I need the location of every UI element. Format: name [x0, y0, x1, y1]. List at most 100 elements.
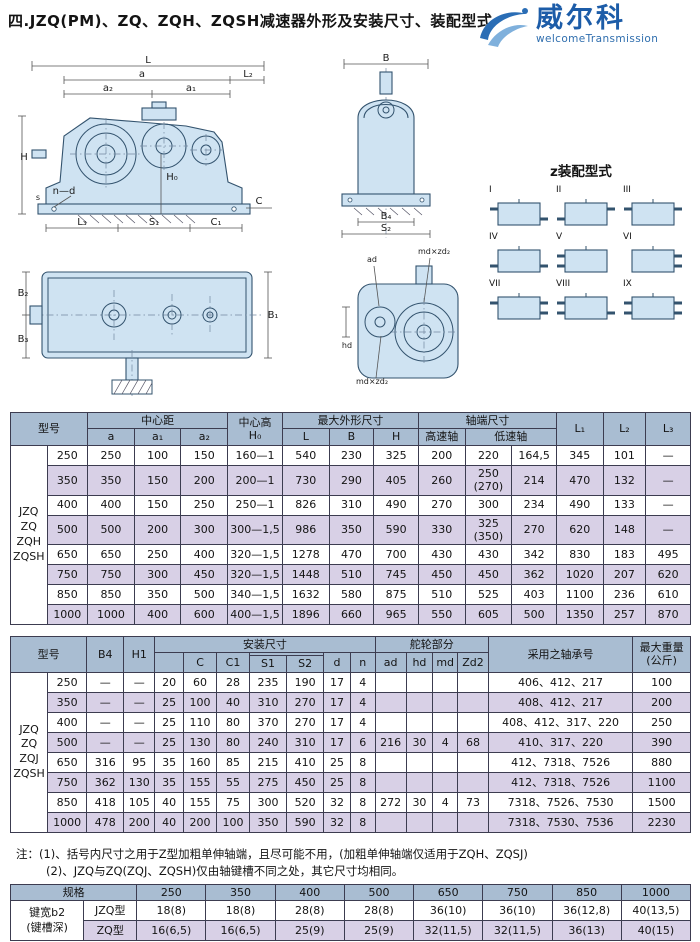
value-cell: 36(10) [413, 900, 484, 922]
value-cell: 35 [154, 771, 185, 793]
model-cell: 850 [46, 584, 89, 606]
assembly-type-cell: VII [486, 279, 553, 327]
value-cell: 35 [154, 751, 185, 773]
assembly-type-cell: IX [620, 279, 687, 327]
dim-hd-label: hd [342, 341, 352, 350]
value-cell: 25 [154, 711, 185, 733]
value-cell: 510 [328, 564, 375, 586]
value-cell: 880 [632, 751, 691, 773]
shaft-end-detail-drawing: md×zd₂ ad hd md×zd₂ [342, 247, 459, 386]
assembly-type-icon [624, 199, 682, 226]
value-cell: 25 [323, 751, 351, 773]
value-cell [405, 671, 434, 693]
value-cell: 4 [432, 791, 459, 813]
model-cell: 1000 [46, 604, 89, 626]
col-header-a2: a₂ [180, 428, 229, 446]
assembly-type-icon [624, 293, 682, 320]
value-cell: 4 [349, 711, 376, 733]
value-cell: 6 [349, 731, 376, 753]
value-cell: 590 [373, 514, 419, 546]
value-cell: 250 [180, 494, 229, 516]
col-header-C1: C1 [216, 652, 250, 673]
brand-tagline: welcomeTransmission [536, 32, 659, 45]
value-cell [457, 711, 489, 733]
value-cell: 100 [133, 444, 182, 466]
value-cell: 17 [323, 671, 351, 693]
model-series-label: JZQ ZQ ZQH ZQSH [10, 444, 48, 626]
model-cell: 1000 [47, 811, 88, 833]
value-cell: 236 [602, 584, 647, 606]
reducer-plan-view-drawing: B₂ B₃ B₁ [18, 271, 278, 396]
value-cell: 25(9) [274, 920, 345, 942]
dim-C-label: C [256, 196, 263, 207]
value-cell: 370 [248, 711, 288, 733]
value-cell: 8 [349, 791, 376, 813]
assembly-type-icon [631, 246, 682, 273]
value-cell: 830 [555, 544, 604, 566]
value-cell: 342 [511, 544, 557, 566]
model-cell: 400 [47, 711, 88, 733]
value-cell: 130 [123, 771, 156, 793]
value-cell: — [86, 671, 125, 693]
value-cell: 1100 [632, 771, 691, 793]
assembly-type-label: I [489, 185, 492, 195]
value-cell: 40 [154, 791, 185, 813]
assembly-section-title: z装配型式 [550, 164, 612, 180]
model-cell: 850 [47, 791, 88, 813]
value-cell: 580 [328, 584, 375, 606]
value-cell: 200 [133, 514, 182, 546]
value-cell: 1500 [632, 791, 691, 813]
value-cell: 270 [286, 711, 325, 733]
value-cell [405, 771, 434, 793]
col-header-L3: L₃ [645, 412, 691, 446]
assembly-type-cell: III [620, 185, 687, 233]
value-cell: — [123, 691, 156, 713]
value-cell: 1000 [87, 604, 135, 626]
value-cell: 300 [464, 494, 513, 516]
series-type-cell: JZQ型 [83, 900, 138, 922]
model-cell: 350 [46, 464, 89, 496]
value-cell: 310 [286, 731, 325, 753]
dim-ad-label: ad [367, 255, 377, 264]
value-cell: 362 [511, 564, 557, 586]
value-cell: 310 [248, 691, 288, 713]
value-cell: 390 [632, 731, 691, 753]
value-cell: 110 [183, 711, 218, 733]
value-cell: 4 [349, 691, 376, 713]
value-cell: 80 [216, 711, 250, 733]
value-cell: — [86, 731, 125, 753]
value-cell [457, 751, 489, 773]
value-cell: 610 [645, 584, 691, 606]
dimensions-table: 型号 中心距 中心高 H₀ 最大外形尺寸 轴端尺寸 L₁ L₂ L₃ a a₁ … [9, 411, 691, 626]
value-cell: 200 [417, 444, 466, 466]
installation-table: 型号 B4 H1 安装尺寸 舵轮部分 采用之轴承号 最大重量 (公斤) C C1… [9, 635, 691, 833]
value-cell: 330 [417, 514, 466, 546]
spec-col-header: 350 [205, 883, 276, 902]
value-cell: 300 [133, 564, 182, 586]
value-cell: 100 [216, 811, 250, 833]
col-header-install-dims: 安装尺寸 [154, 635, 376, 654]
value-cell: 155 [183, 791, 218, 813]
dim-B2-label: B₂ [18, 288, 29, 299]
dim-L3-label: L₃ [77, 217, 87, 228]
value-cell: 320—1,5 [227, 544, 283, 566]
value-cell: 270 [286, 691, 325, 713]
value-cell [457, 671, 489, 693]
dim-H-label: H [20, 152, 28, 163]
value-cell: 270 [511, 514, 557, 546]
value-cell: 350 [248, 811, 288, 833]
reducer-front-view-drawing: B B₄ S₂ [341, 53, 431, 238]
value-cell: 25(9) [343, 920, 415, 942]
value-cell: — [123, 671, 156, 693]
assembly-type-cell: II [553, 185, 620, 233]
value-cell: 1020 [555, 564, 604, 586]
value-cell: 700 [373, 544, 419, 566]
reducer-side-view-drawing: L a L₂ a₂ a₁ H H₀ n—d s C [18, 55, 272, 232]
key-width-label: 键宽b2 (键槽深) [9, 900, 85, 942]
value-cell [432, 771, 459, 793]
value-cell: 650 [87, 544, 135, 566]
value-cell: 80 [216, 731, 250, 753]
value-cell: 275 [248, 771, 288, 793]
value-cell: 200 [180, 464, 229, 496]
logo-text: 威尔科 welcomeTransmission [536, 4, 658, 45]
